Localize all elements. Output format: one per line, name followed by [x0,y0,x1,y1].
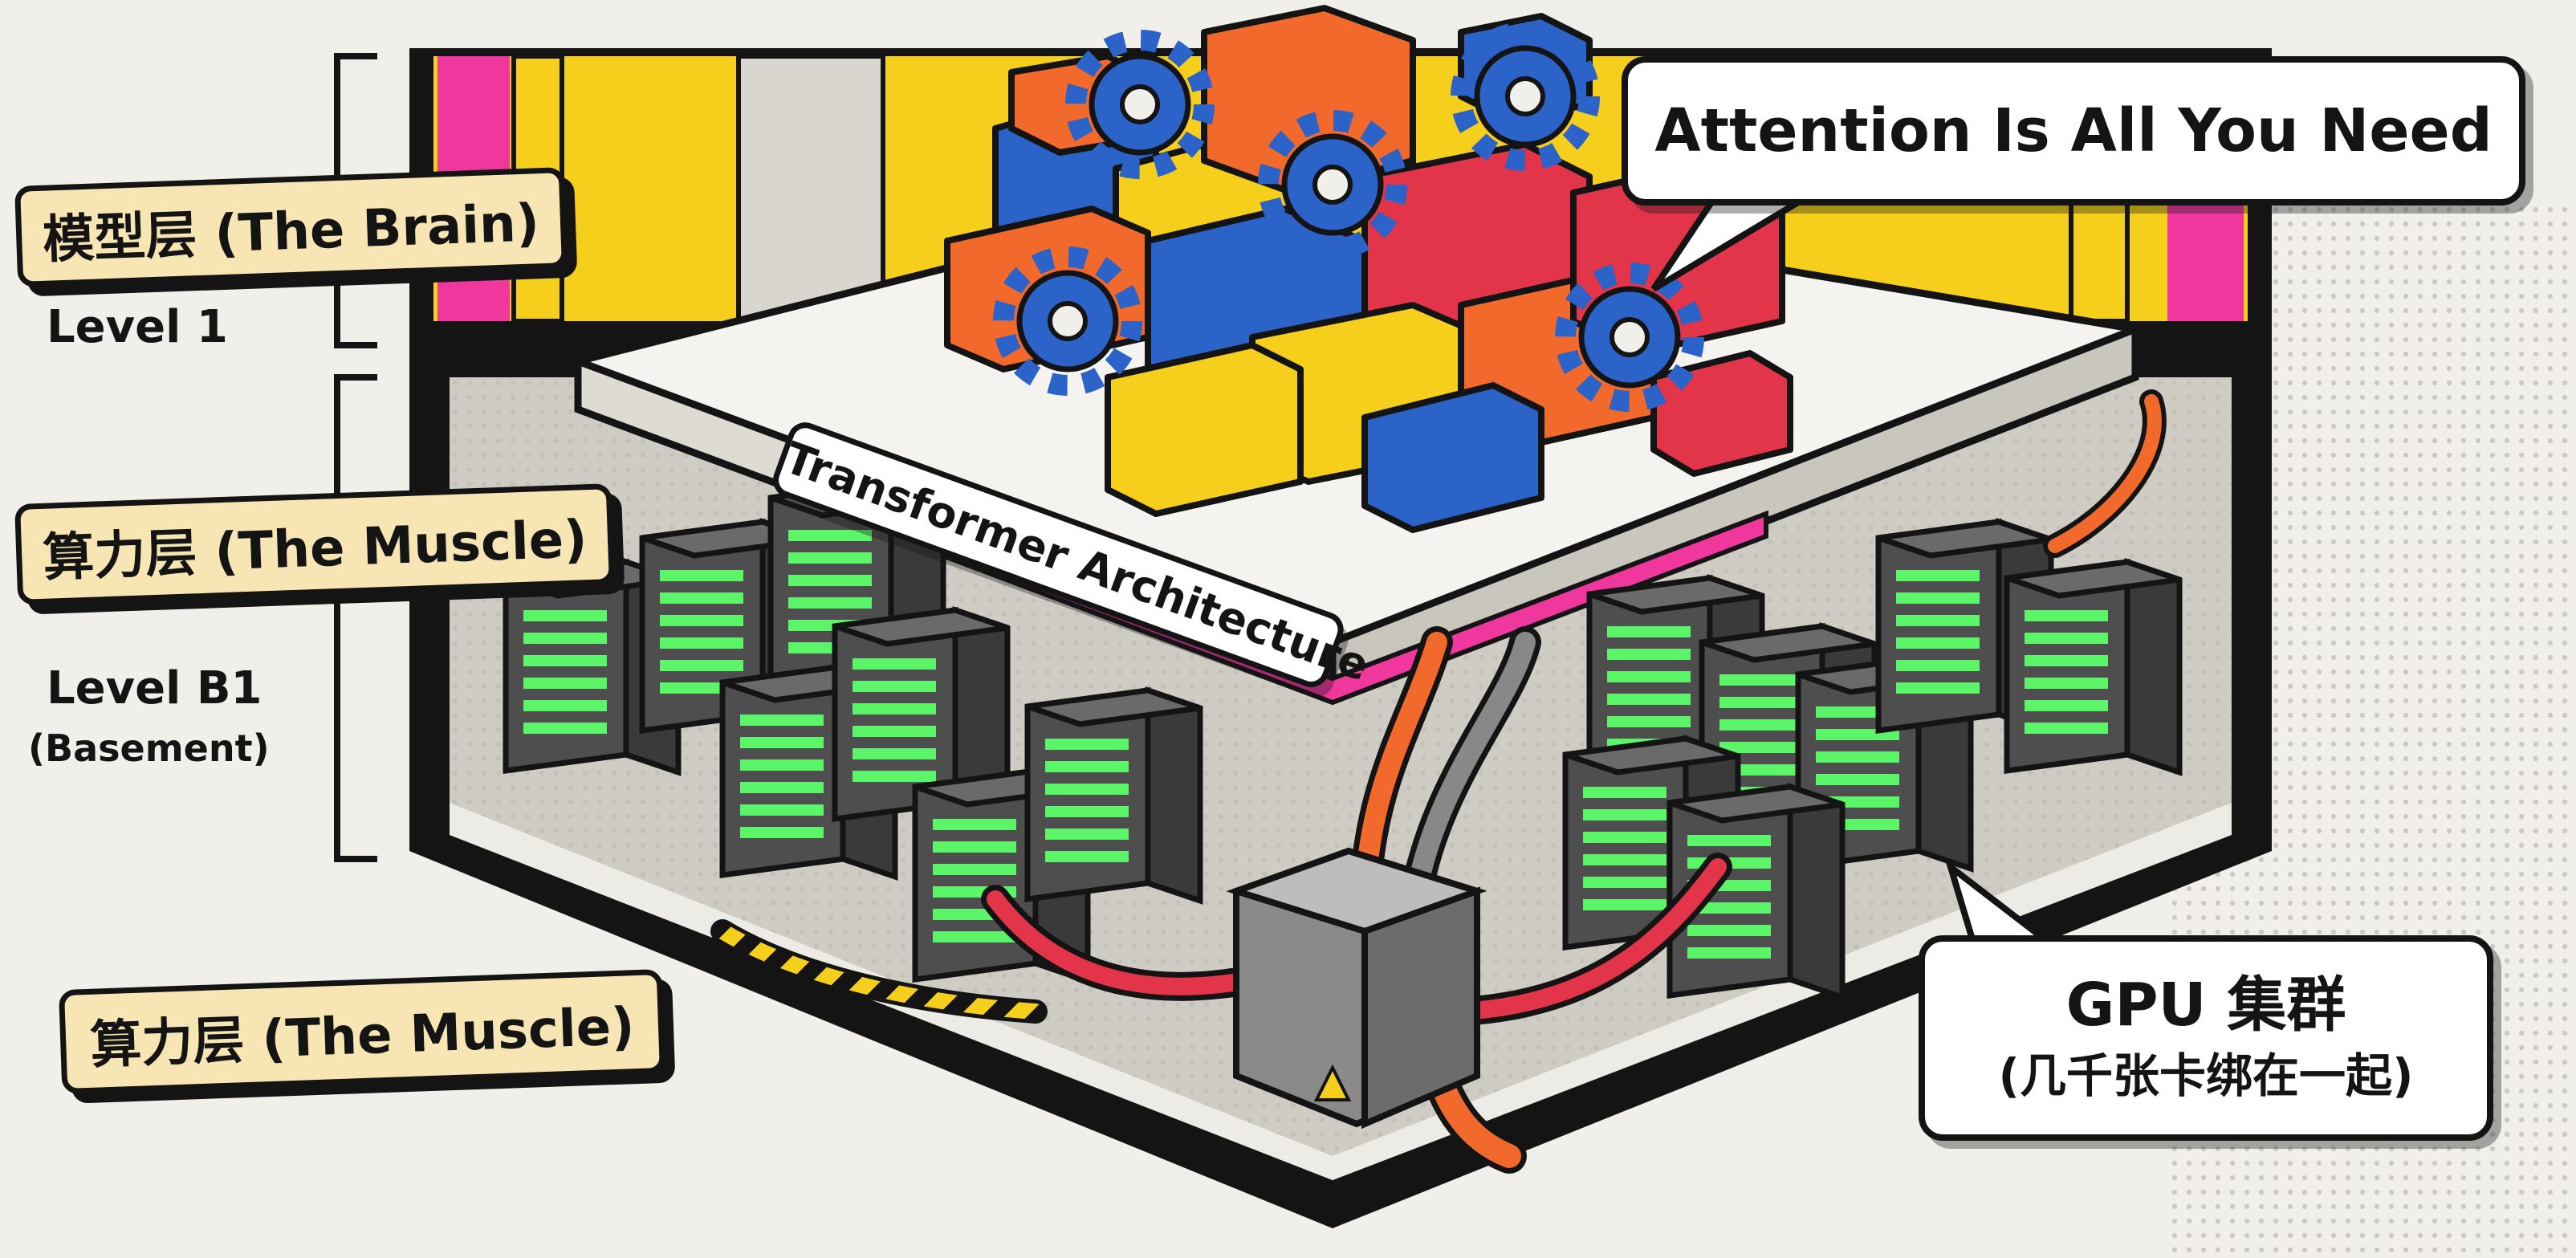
power-unit-icon [1226,847,1487,1130]
hazard-rail [714,923,1044,1020]
muscle-level-label: Level B1 [47,662,262,714]
gpu-cluster-subtitle: (几千张卡绑在一起) [1998,1048,2414,1103]
muscle-bracket [334,374,377,862]
attention-callout: Attention Is All You Need [1622,56,2525,206]
brain-layer-label: 模型层 (The Brain) [14,167,568,287]
gpu-cluster-callout: GPU 集群 (几千张卡绑在一起) [1919,935,2493,1141]
muscle-layer-label-bottom: 算力层 (The Muscle) [58,968,666,1095]
basement-label: (Basement) [28,727,270,770]
gpu-cluster-title: GPU 集群 [2065,971,2346,1040]
warning-icon [1313,1064,1352,1101]
brain-level-label: Level 1 [47,301,228,353]
muscle-layer-label: 算力层 (The Muscle) [14,483,616,605]
